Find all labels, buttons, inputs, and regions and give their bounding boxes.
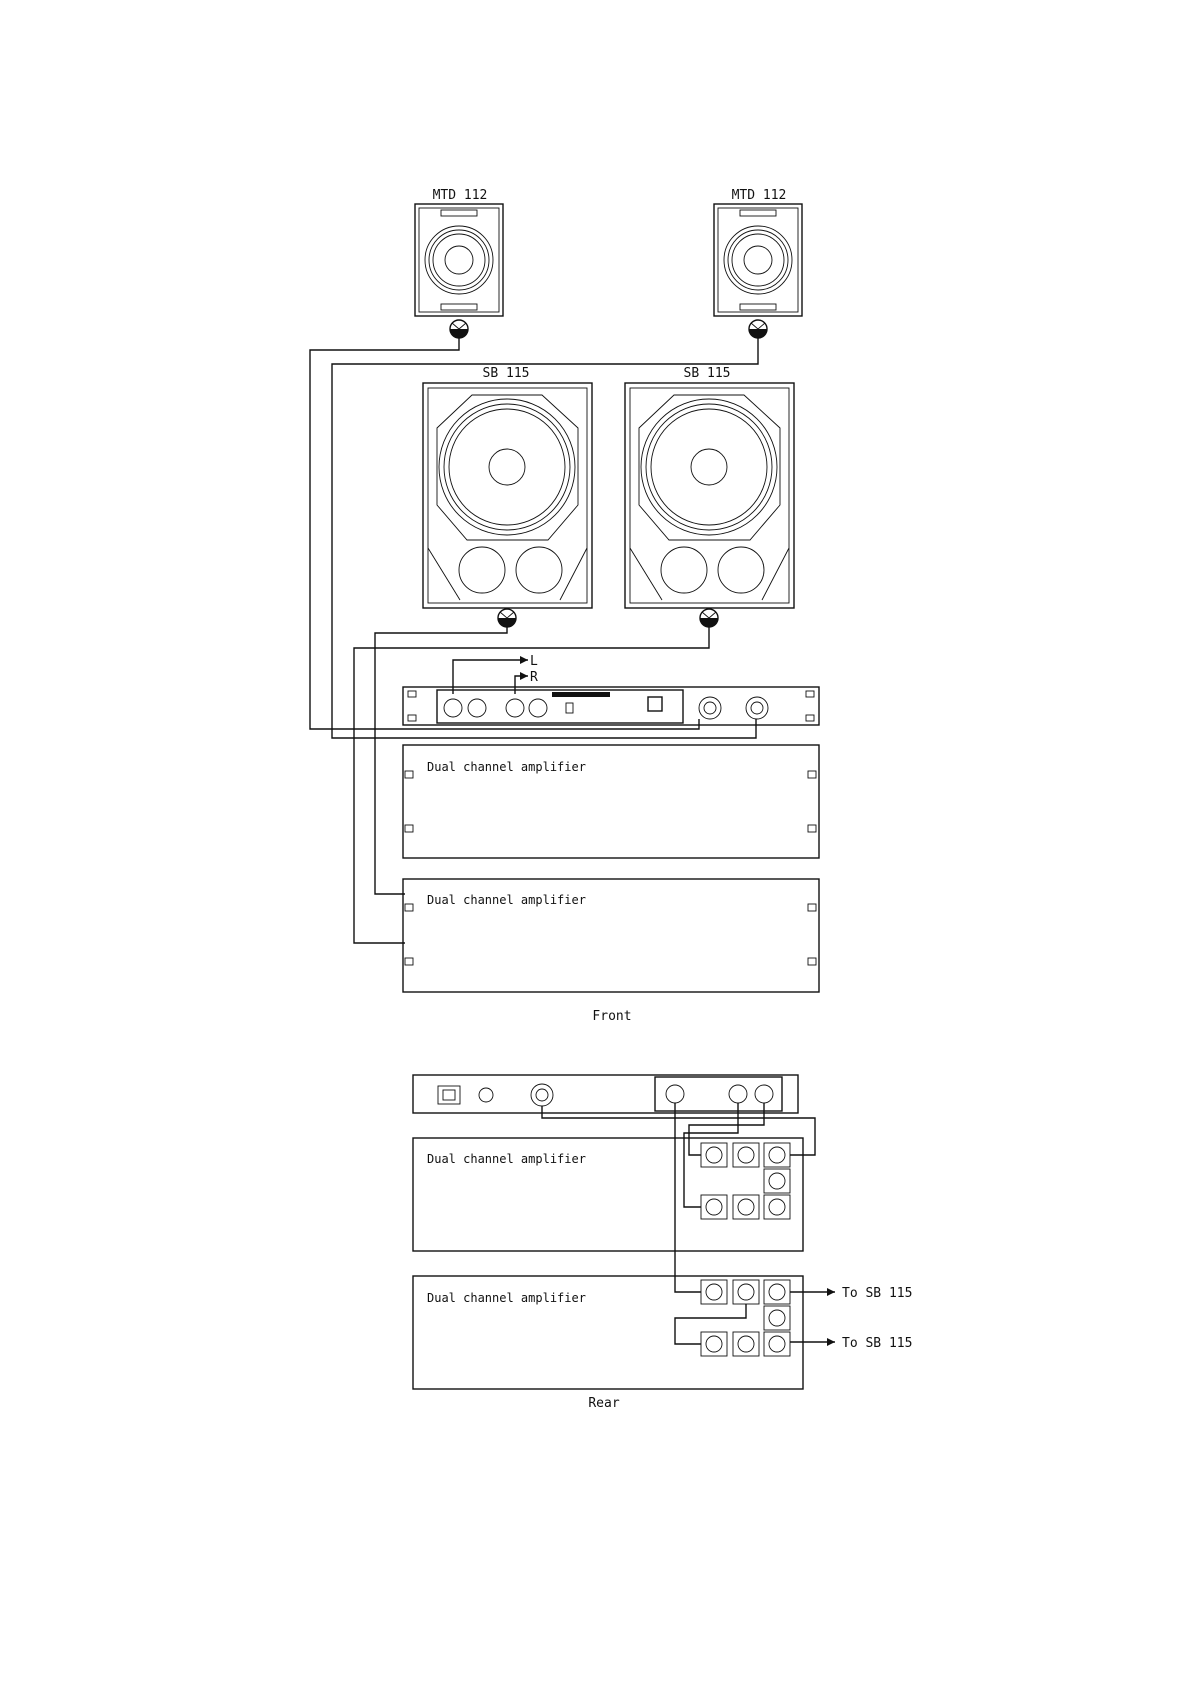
front-amplifier-bottom-label: Dual channel amplifier [427,893,586,907]
input-left-label: L [530,654,538,669]
mtd112-left-connector [450,320,468,338]
rear-amplifier-top-label: Dual channel amplifier [427,1152,586,1166]
sb115-left-label: SB 115 [483,366,530,381]
sb115-right-connector [700,609,718,627]
front-view-label: Front [592,1009,631,1024]
rear-amplifier-bottom-label: Dual channel amplifier [427,1291,586,1305]
front-amplifier-bottom: Dual channel amplifier [403,879,819,992]
sb115-right-speaker: SB 115 [625,366,794,608]
mtd112-right-label: MTD 112 [732,188,787,203]
front-cables [310,338,758,943]
sb115-left-speaker: SB 115 [423,366,592,608]
front-amplifier-top-label: Dual channel amplifier [427,760,586,774]
rear-amplifier-bottom: Dual channel amplifier [413,1276,803,1389]
rear-view-label: Rear [588,1396,619,1411]
mtd112-left-label: MTD 112 [433,188,488,203]
sb115-right-label: SB 115 [684,366,731,381]
output-to-sb115-2: To SB 115 [842,1336,912,1351]
mtd112-left-speaker: MTD 112 [415,188,503,316]
input-right-label: R [530,670,538,685]
rear-amplifier-top: Dual channel amplifier [413,1138,803,1251]
mtd112-right-speaker: MTD 112 [714,188,802,316]
front-amplifier-top: Dual channel amplifier [403,745,819,858]
rear-cables [542,1103,835,1346]
rear-controller-unit [413,1075,798,1113]
output-to-sb115-1: To SB 115 [842,1286,912,1301]
sb115-left-connector [498,609,516,627]
input-arrows: L R [453,654,538,694]
mtd112-right-connector [749,320,767,338]
